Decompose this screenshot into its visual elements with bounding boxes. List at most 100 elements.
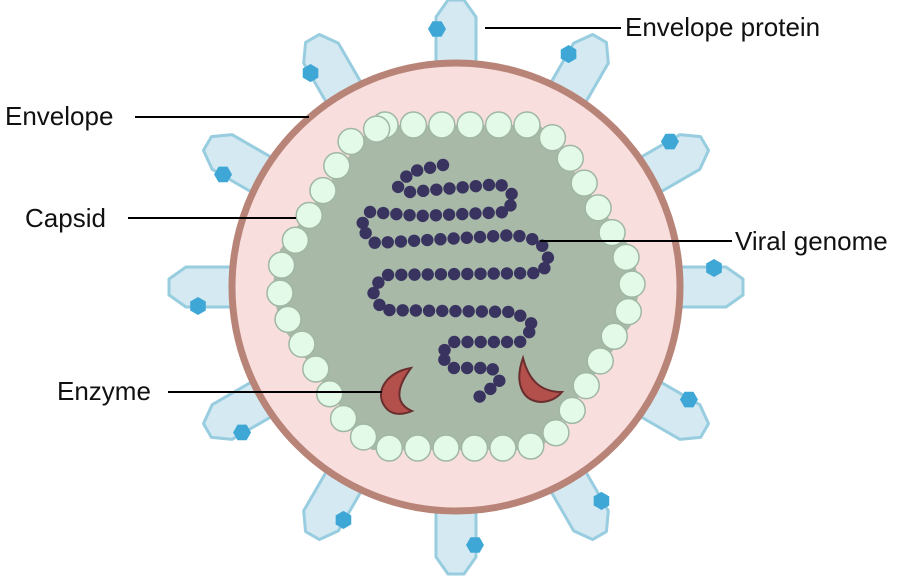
genome-nucleotide <box>488 305 502 318</box>
genome-nucleotide <box>449 304 462 318</box>
genome-nucleotide <box>462 305 475 318</box>
capsomere <box>403 434 432 462</box>
enzymes <box>380 354 565 415</box>
label-capsid: Capsid <box>25 203 106 233</box>
capsomere <box>428 111 456 139</box>
capsomere <box>432 434 460 462</box>
genome-nucleotide <box>373 298 386 312</box>
capsomere <box>399 111 428 139</box>
genome-nucleotide <box>500 335 514 349</box>
capsomere <box>618 270 646 298</box>
genome-nucleotide <box>495 179 508 192</box>
spike-hexagon-icon <box>214 166 233 183</box>
genome-nucleotide <box>475 305 489 318</box>
genome-nucleotide <box>514 309 527 322</box>
capsomere <box>572 371 600 400</box>
capsomere <box>570 169 598 197</box>
genome-nucleotide <box>381 268 395 282</box>
genome-nucleotide <box>456 207 469 221</box>
genome-nucleotide <box>474 361 487 375</box>
capsomere <box>598 218 626 247</box>
spike-hexagon-icon <box>560 45 577 64</box>
capsomere <box>484 111 513 139</box>
genome-nucleotide <box>377 206 390 220</box>
spike-hexagon-icon <box>335 510 352 529</box>
capsomere <box>612 243 640 272</box>
genome-nucleotide <box>482 178 496 192</box>
genome-nucleotide <box>500 267 514 280</box>
capsomere <box>281 226 310 255</box>
capsomere <box>586 347 614 375</box>
capsomere <box>266 279 294 307</box>
genome-nucleotide <box>513 335 527 348</box>
label-envelope: Envelope <box>5 101 114 131</box>
capsomere <box>542 418 570 447</box>
capsomere <box>274 305 302 334</box>
genome-nucleotide <box>500 229 513 242</box>
capsomere <box>323 152 351 180</box>
capsomere <box>315 379 344 408</box>
genome-nucleotide <box>407 234 421 247</box>
capsomere <box>309 176 337 205</box>
genome-nucleotide <box>541 251 555 264</box>
genome-nucleotide <box>486 363 499 376</box>
genome-nucleotide <box>469 207 482 220</box>
capsomere <box>517 432 545 460</box>
genome-nucleotide <box>403 185 417 199</box>
spike-hexagon-icon <box>593 491 610 510</box>
genome-nucleotide <box>436 158 450 172</box>
genome-nucleotide <box>430 183 443 196</box>
spike-hexagon-icon <box>190 297 206 315</box>
genome-nucleotide <box>504 199 517 212</box>
spike-hexagon-icon <box>428 21 446 37</box>
genome-nucleotide <box>486 230 500 243</box>
genome-nucleotide <box>487 267 500 280</box>
genome-nucleotide <box>396 304 409 317</box>
capsomere <box>295 201 323 230</box>
genome-nucleotide <box>442 208 456 221</box>
genome-nucleotide <box>368 236 381 249</box>
genome-nucleotide <box>536 239 549 252</box>
genome-nucleotide <box>359 226 372 240</box>
genome-nucleotide <box>461 335 474 349</box>
genome-nucleotide <box>390 207 403 221</box>
capsomere <box>375 434 404 462</box>
spike-hexagon-icon <box>302 64 319 83</box>
genome-nucleotide <box>394 235 408 248</box>
genome-nucleotide <box>493 374 506 387</box>
capsomere <box>362 115 391 143</box>
genome-nucleotide <box>443 182 456 195</box>
genome-nucleotide <box>474 267 487 280</box>
spike-hexagon-icon <box>466 537 484 553</box>
genome-nucleotide <box>538 261 551 275</box>
genome-nucleotide <box>473 390 486 403</box>
genome-nucleotide <box>403 208 416 222</box>
enzyme-right <box>518 354 565 404</box>
genome-nucleotide <box>460 231 474 244</box>
genome-nucleotide <box>448 335 461 349</box>
genome-nucleotide <box>416 209 429 223</box>
capsomere <box>267 251 296 279</box>
capsomere <box>513 111 541 139</box>
genome-nucleotide <box>469 179 482 193</box>
genome-nucleotide <box>356 216 369 230</box>
spike-hexagon-icon <box>660 133 679 150</box>
enzyme-left <box>380 366 415 415</box>
genome-nucleotide <box>527 266 540 280</box>
genome-nucleotide <box>410 164 424 177</box>
genome-nucleotide <box>408 268 421 281</box>
capsomere <box>288 330 316 358</box>
capsomere <box>456 111 484 139</box>
genome-nucleotide <box>421 268 434 281</box>
genome-nucleotide <box>484 382 497 396</box>
genome-nucleotide <box>367 286 380 300</box>
genome-nucleotide <box>400 170 413 183</box>
spike-hexagon-icon <box>233 424 252 441</box>
genome-nucleotide <box>513 229 526 243</box>
genome-nucleotide <box>417 184 430 198</box>
genome-nucleotide <box>447 232 460 245</box>
spike-hexagon-icon <box>679 391 698 408</box>
genome-nucleotide <box>429 209 443 222</box>
genome-nucleotide <box>422 304 436 317</box>
capsomere <box>349 423 378 451</box>
